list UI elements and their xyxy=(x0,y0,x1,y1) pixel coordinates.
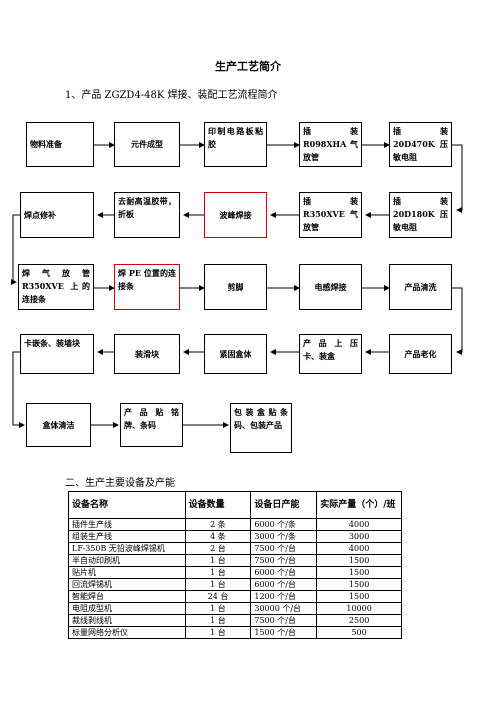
cell-name: LF-350B 无铅波峰焊锡机 xyxy=(68,542,186,555)
cell-quantity: 1 台 xyxy=(184,626,252,639)
cell-name: 裁线剥线机 xyxy=(68,614,186,627)
header-actual-output: 实际产量（个）/班 xyxy=(316,491,402,519)
page-title: 生产工艺简介 xyxy=(215,60,281,73)
cell-name: 组装生产线 xyxy=(68,530,186,543)
step-inductor-welding: 电感焊接 xyxy=(299,264,362,310)
cell-capacity: 7500 个/台 xyxy=(250,554,318,567)
cell-quantity: 2 台 xyxy=(184,542,252,555)
cell-output: 1500 xyxy=(316,554,402,567)
cell-quantity: 1 台 xyxy=(184,554,252,567)
step-case-cleaning: 盒体清洁 xyxy=(26,403,91,447)
step-weld-r350xve-strip: 焊 气 放 管 R350XVE 上的连接条 xyxy=(18,264,94,310)
cell-output: 1500 xyxy=(316,590,402,603)
step-insert-r350xve: 插 装 R350XVE 气放管 xyxy=(299,192,362,238)
cell-output: 10000 xyxy=(316,602,402,615)
cell-output: 2500 xyxy=(316,614,402,627)
step-remove-tape: 去耐高温胶带，折板 xyxy=(114,192,180,238)
step-solder-repair: 焊点修补 xyxy=(20,192,94,238)
step-cut-leads: 剪脚 xyxy=(204,264,267,310)
cell-name: 插件生产线 xyxy=(68,518,186,531)
cell-name: 电阻成型机 xyxy=(68,602,186,615)
cell-quantity: 4 条 xyxy=(184,530,252,543)
cell-quantity: 1 台 xyxy=(184,602,252,615)
cell-capacity: 7500 个/台 xyxy=(250,542,318,555)
cell-name: 回流焊锡机 xyxy=(68,578,186,591)
step-component-forming: 元件成型 xyxy=(114,122,180,167)
cell-output: 4000 xyxy=(316,542,402,555)
step-insert-20d180k: 插 装 20D180K 压敏电阻 xyxy=(389,192,452,238)
cell-capacity: 1200 个/台 xyxy=(250,590,318,603)
cell-output: 1500 xyxy=(316,566,402,579)
arrow xyxy=(452,144,463,213)
step-material-prep: 物料准备 xyxy=(26,122,94,167)
cell-capacity: 1500 个/台 xyxy=(250,626,318,639)
cell-output: 3000 xyxy=(316,530,402,543)
step-wave-soldering: 波峰焊接 xyxy=(204,192,267,238)
cell-output: 500 xyxy=(316,626,402,639)
section-2-heading: 二、生产主要设备及产能 xyxy=(65,478,175,489)
cell-output: 1500 xyxy=(316,578,402,591)
cell-capacity: 7500 个/台 xyxy=(250,614,318,627)
step-packaging: 包装盒贴条码、包装产品 xyxy=(230,403,292,453)
cell-quantity: 24 台 xyxy=(184,590,252,603)
step-weld-pe-strip: 焊 PE 位置的连接条 xyxy=(114,264,180,310)
cell-name: 半自动印刷机 xyxy=(68,554,186,567)
cell-output: 4000 xyxy=(316,518,402,531)
cell-capacity: 6000 个/台 xyxy=(250,566,318,579)
step-insert-r098xha: 插 装 R098XHA 气放管 xyxy=(299,122,362,167)
arrow xyxy=(452,287,463,355)
cell-capacity: 3000 个/条 xyxy=(250,530,318,543)
step-press-card-box: 产 品 上 压 卡、装盒 xyxy=(299,334,362,374)
step-insert-20d470k: 插 装 20D470K 压敏电阻 xyxy=(389,122,452,167)
table-header-row: 设备名称 设备数量 设备日产能 实际产量（个）/班 xyxy=(68,491,402,519)
step-pcb-glue: 印制电路板粘胶 xyxy=(204,122,267,167)
header-equipment-name: 设备名称 xyxy=(68,491,186,519)
cell-name: 贴片机 xyxy=(68,566,186,579)
header-daily-capacity: 设备日产能 xyxy=(250,491,318,519)
cell-name: 标量网络分析仪 xyxy=(68,626,186,639)
cell-name: 智能焊台 xyxy=(68,590,186,603)
arrow xyxy=(11,214,20,285)
step-product-aging: 产品老化 xyxy=(389,334,452,374)
cell-quantity: 1 台 xyxy=(184,614,252,627)
header-quantity: 设备数量 xyxy=(184,491,252,519)
cell-capacity: 6000 个/条 xyxy=(250,518,318,531)
cell-quantity: 2 条 xyxy=(184,518,252,531)
section-1-heading: 1、产品 ZGZD4-48K 焊接、装配工艺流程简介 xyxy=(65,90,278,101)
step-product-cleaning: 产品清洗 xyxy=(389,264,452,310)
step-install-slider: 装滑块 xyxy=(114,334,180,374)
step-card-strip-wall: 卡嵌条、装墙块 xyxy=(20,334,94,374)
cell-capacity: 30000 个/台 xyxy=(250,602,318,615)
cell-quantity: 1 台 xyxy=(184,578,252,591)
cell-capacity: 6000 个/台 xyxy=(250,578,318,591)
arrow xyxy=(12,351,25,428)
cell-quantity: 1 台 xyxy=(184,566,252,579)
step-nameplate-barcode: 产 品 贴 铭 牌、条码 xyxy=(120,403,183,447)
step-fasten-case: 紧固盒体 xyxy=(204,334,267,374)
